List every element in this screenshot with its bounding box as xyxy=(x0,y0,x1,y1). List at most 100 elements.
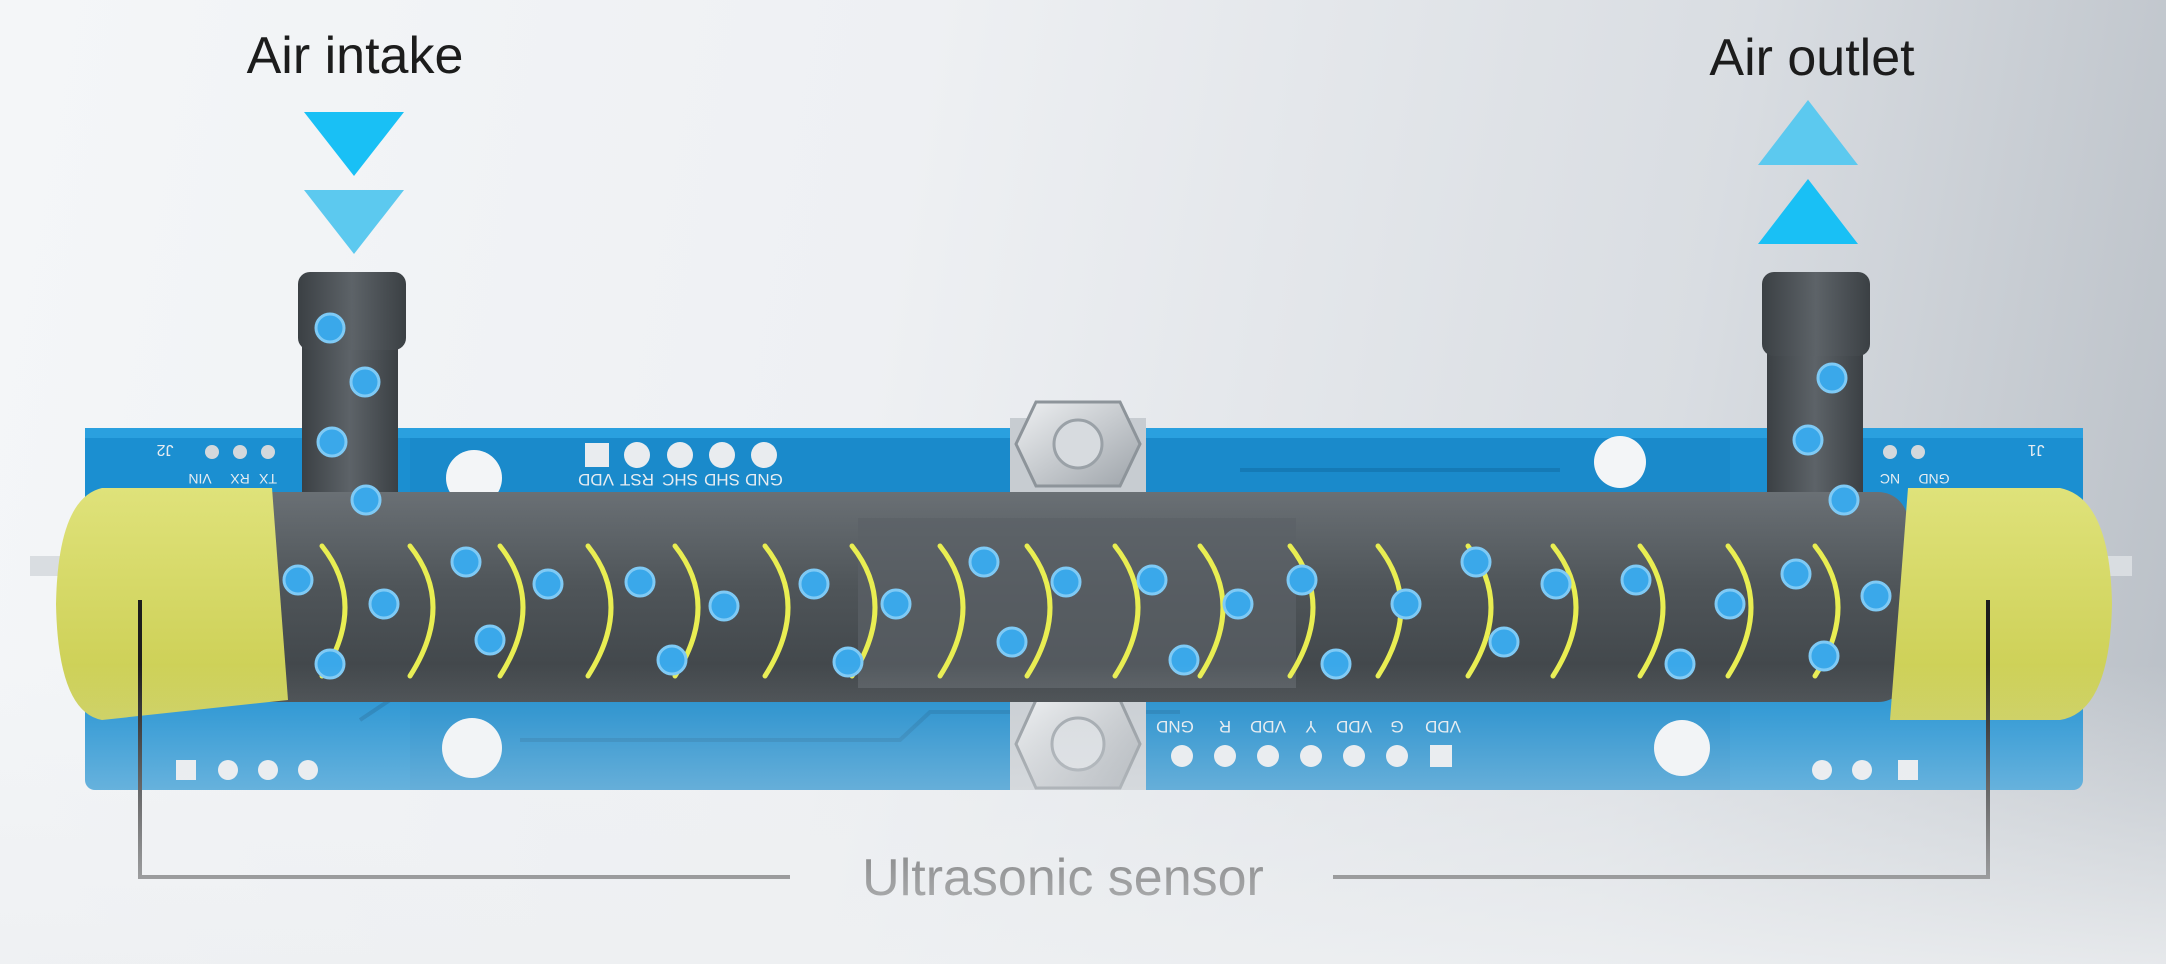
pin-pad xyxy=(1812,760,1832,780)
silk-gnd: GND xyxy=(1918,471,1949,487)
left-bottom-pads xyxy=(176,760,318,780)
silk-vin: VIN xyxy=(188,471,211,487)
pin-pad xyxy=(1300,745,1322,767)
air-bubble xyxy=(1714,588,1746,620)
ultrasonic-waves xyxy=(319,543,1841,679)
transducer-cap xyxy=(56,488,288,720)
air-bubble xyxy=(1488,626,1520,658)
bottom-hex-nut xyxy=(1010,698,1146,790)
outlet-flow-arrows xyxy=(1758,100,1858,244)
air-bubble xyxy=(880,588,912,620)
wave-arc xyxy=(407,543,436,679)
pin-pad-square xyxy=(1430,745,1452,767)
pin-pad xyxy=(261,445,275,459)
silk-bottom-g: G xyxy=(1390,717,1403,736)
down-arrow-icon xyxy=(304,112,404,176)
pin-pad xyxy=(233,445,247,459)
mounting-hole xyxy=(1594,436,1646,488)
down-arrow-icon xyxy=(304,190,404,254)
air-bubble xyxy=(1168,644,1200,676)
silk-top-rst: RST xyxy=(620,470,654,489)
pin-pad xyxy=(1171,745,1193,767)
bolt-head xyxy=(1050,716,1106,772)
wave-arc xyxy=(1550,543,1579,679)
air-bubble xyxy=(474,624,506,656)
wave-arc xyxy=(1637,543,1666,679)
right-bottom-pads xyxy=(1812,760,1918,780)
right-transducer xyxy=(1890,488,2112,720)
wave-arc xyxy=(1197,543,1226,679)
silk-bottom-y: Y xyxy=(1305,717,1316,736)
air-bubble xyxy=(968,546,1000,578)
sensor-callout xyxy=(138,600,1990,879)
air-bubble xyxy=(1828,484,1860,516)
main-tube xyxy=(208,492,1908,702)
pin-pad xyxy=(1911,445,1925,459)
air-bubble xyxy=(349,366,381,398)
air-bubble xyxy=(1808,640,1840,672)
air-bubble xyxy=(450,546,482,578)
port-barb xyxy=(1762,272,1870,356)
air-bubble xyxy=(282,564,314,596)
air-bubble xyxy=(708,590,740,622)
top-header-pads xyxy=(585,442,777,468)
air-bubble xyxy=(798,568,830,600)
air-bubble xyxy=(314,648,346,680)
mounting-hole xyxy=(442,718,502,778)
up-arrow-icon xyxy=(1758,100,1858,165)
silk-j2: J2 xyxy=(156,441,173,458)
air-bubble xyxy=(1620,564,1652,596)
port-barb xyxy=(298,272,406,350)
pin-pad xyxy=(624,442,650,468)
air-bubble xyxy=(832,646,864,678)
silk-tx: TX xyxy=(258,471,277,487)
air-bubble xyxy=(1780,558,1812,590)
pin-pad xyxy=(1343,745,1365,767)
wave-arc xyxy=(937,543,966,679)
pin-pad xyxy=(1257,745,1279,767)
callout-line-right xyxy=(1333,600,1990,879)
wave-arc xyxy=(1725,543,1754,679)
air-intake-label: Air intake xyxy=(246,27,464,85)
ultrasonic-sensor-label: Ultrasonic sensor xyxy=(862,849,1264,907)
pin-pad xyxy=(258,760,278,780)
air-bubble xyxy=(1792,424,1824,456)
air-bubble xyxy=(368,588,400,620)
wave-arc xyxy=(497,543,526,679)
air-bubble xyxy=(1390,588,1422,620)
silk-j1: J1 xyxy=(2027,441,2044,458)
air-bubbles xyxy=(282,312,1892,680)
silk-top-vdd: VDD xyxy=(578,470,614,489)
pin-pad-square xyxy=(176,760,196,780)
wave-arc xyxy=(585,543,614,679)
air-bubble xyxy=(1320,648,1352,680)
air-bubble xyxy=(350,484,382,516)
callout-line-left xyxy=(138,600,790,879)
port-tube xyxy=(302,345,398,520)
air-outlet-label: Air outlet xyxy=(1709,29,1915,87)
air-bubble xyxy=(314,312,346,344)
silk-top-gnd: GND xyxy=(745,470,783,489)
air-bubble xyxy=(532,568,564,600)
wave-arc xyxy=(762,543,791,679)
air-bubble xyxy=(1860,580,1892,612)
intake-port xyxy=(298,272,406,520)
air-bubble xyxy=(1286,564,1318,596)
intake-flow-arrows xyxy=(304,112,404,254)
pin-pad-square xyxy=(585,443,609,467)
bolt-head xyxy=(1052,418,1104,470)
air-bubble xyxy=(1460,546,1492,578)
silk-bottom-gnd: GND xyxy=(1156,717,1194,736)
left-transducer xyxy=(56,488,288,720)
pin-pad xyxy=(298,760,318,780)
pin-pad xyxy=(218,760,238,780)
silk-bottom-vdd: VDD xyxy=(1250,717,1286,736)
wave-arc xyxy=(1287,543,1316,679)
air-bubble xyxy=(1664,648,1696,680)
air-bubble xyxy=(1816,362,1848,394)
air-bubble xyxy=(1136,564,1168,596)
silk-top-shd: SHD xyxy=(704,470,740,489)
pin-pad-square xyxy=(1898,760,1918,780)
air-bubble xyxy=(1222,588,1254,620)
